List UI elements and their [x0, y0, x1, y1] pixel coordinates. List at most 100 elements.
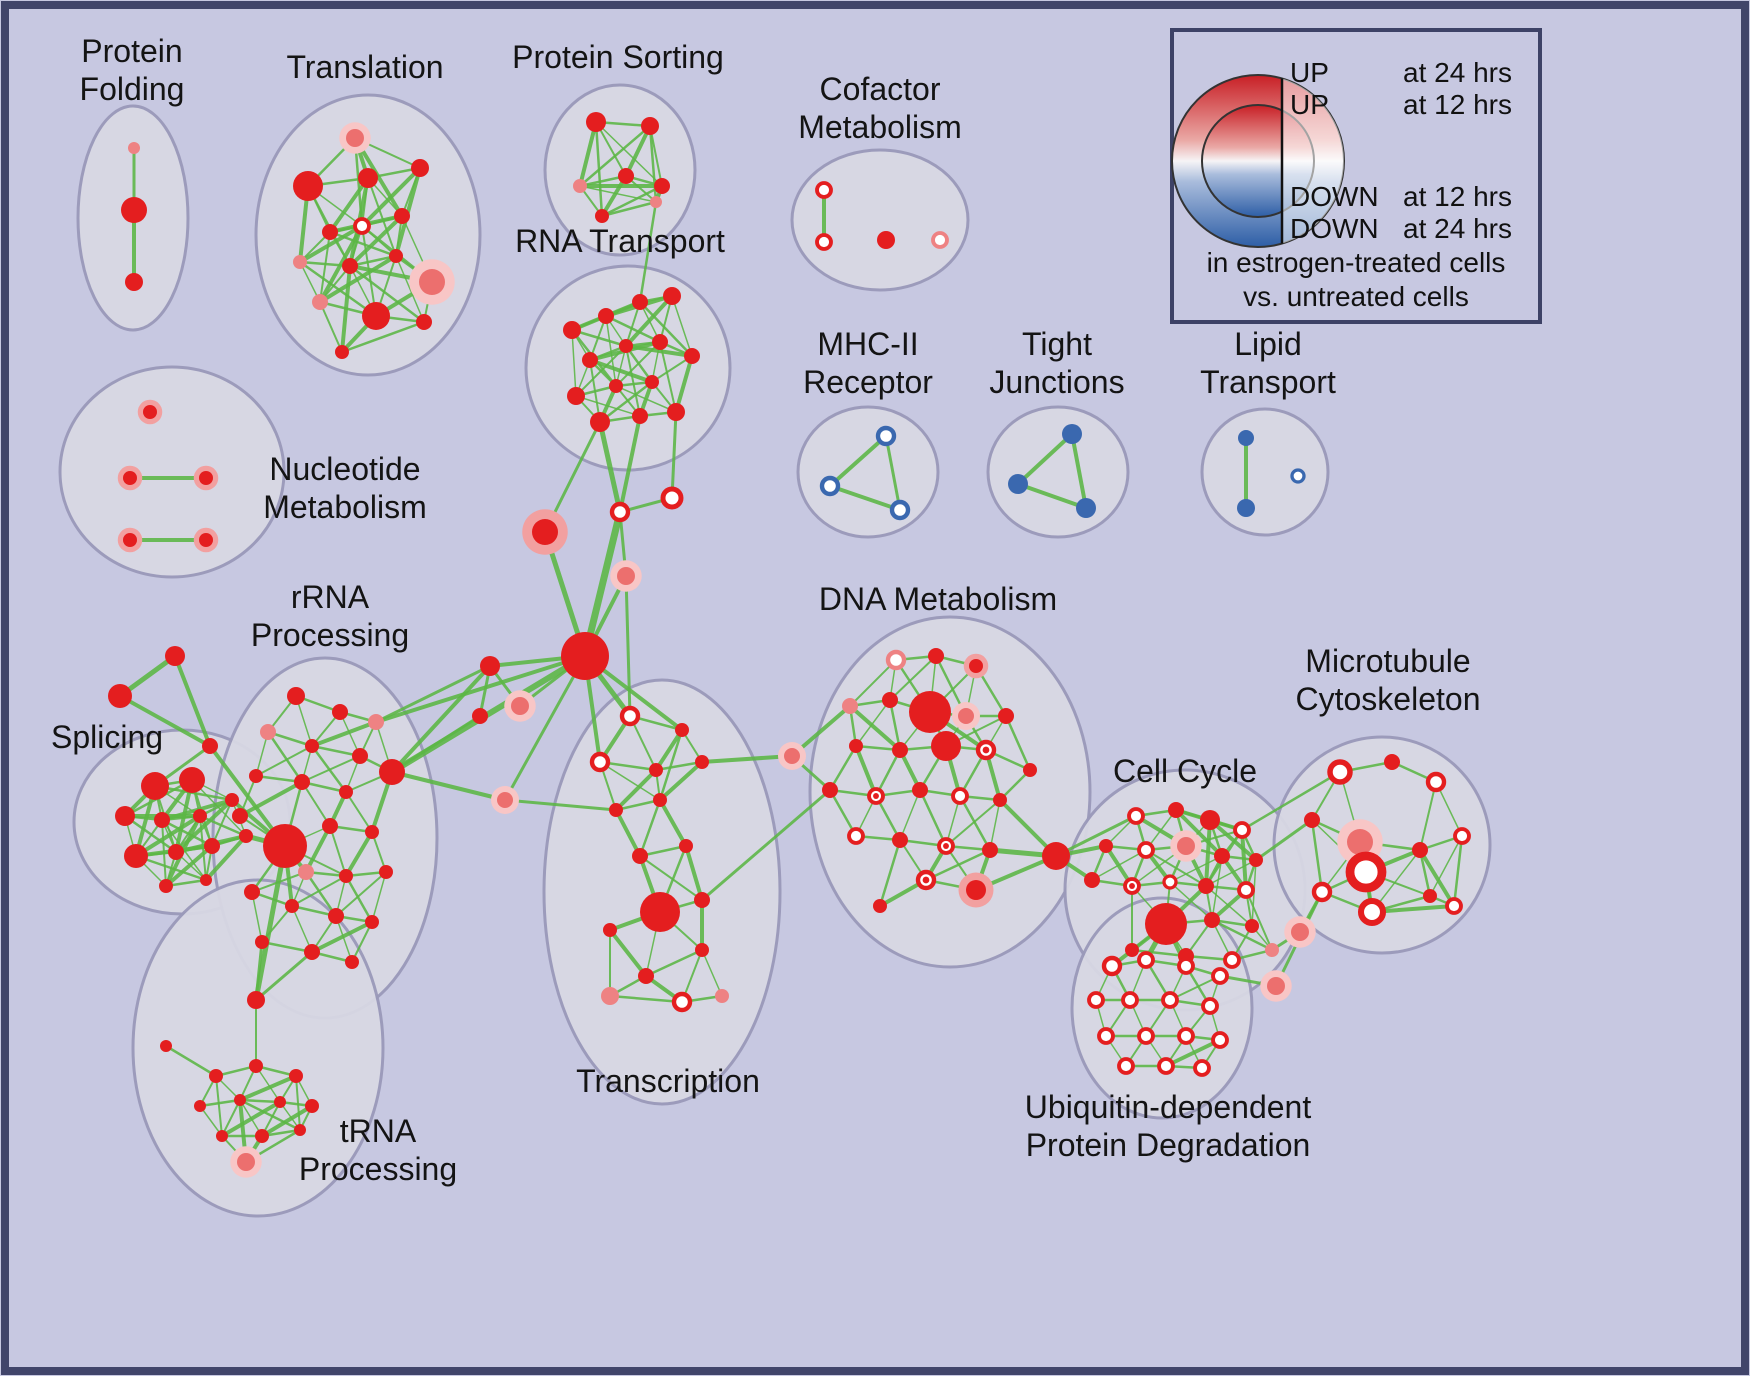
network-edge: [848, 704, 902, 752]
network-node: [1177, 837, 1195, 855]
network-node: [653, 793, 667, 807]
network-edge: [390, 714, 482, 774]
network-edge: [595, 121, 627, 177]
network-node: [209, 1069, 223, 1083]
network-node: [362, 302, 390, 330]
network-node: [179, 767, 205, 793]
network-edge: [624, 124, 652, 178]
network-node: [121, 197, 147, 223]
network-node: [234, 1094, 246, 1106]
network-edge: [266, 730, 304, 784]
network-node: [603, 923, 617, 937]
network-edge: [581, 508, 624, 660]
network-edge: [329, 825, 347, 877]
legend-direction-label: UP: [1290, 89, 1329, 120]
network-edge: [374, 654, 587, 724]
cluster-ellipse-rna-transport: [524, 264, 732, 472]
cluster-label-lipid-transport: Lipid: [1234, 326, 1302, 362]
network-edge: [291, 905, 313, 953]
network-node: [1214, 848, 1230, 864]
network-edge: [1016, 482, 1088, 510]
network-node: [589, 751, 611, 773]
network-node: [339, 869, 353, 883]
network-node: [892, 742, 908, 758]
node-center-dot: [982, 746, 990, 754]
cluster-label-rrna-processing: Processing: [251, 617, 409, 653]
network-edge: [599, 761, 661, 801]
network-edge: [310, 744, 362, 758]
network-edge: [254, 950, 314, 1002]
network-edge: [624, 344, 694, 358]
network-edge: [304, 824, 332, 874]
network-node: [632, 294, 648, 310]
network-edge: [674, 354, 694, 414]
cluster-label-translation: Translation: [286, 49, 443, 85]
network-edge: [318, 224, 364, 304]
network-edge: [578, 124, 652, 188]
legend-time-label: at 12 hrs: [1403, 181, 1512, 212]
network-node: [1087, 991, 1105, 1009]
network-edge: [291, 875, 347, 907]
cluster-label-ubiquitin-degradation: Ubiquitin-dependent: [1025, 1089, 1312, 1125]
network-node: [289, 1069, 303, 1083]
network-node: [966, 880, 986, 900]
network-node: [875, 425, 897, 447]
network-node: [1137, 841, 1155, 859]
legend-direction-label: UP: [1290, 57, 1329, 88]
node-center-dot: [943, 843, 949, 849]
network-node: [260, 724, 276, 740]
network-edge: [638, 300, 694, 358]
network-edge: [328, 176, 370, 234]
network-node: [204, 838, 220, 854]
network-node: [873, 899, 887, 913]
network-edge: [600, 184, 664, 218]
network-node: [1168, 802, 1184, 818]
network-edge: [319, 301, 343, 353]
network-node: [1177, 1027, 1195, 1045]
network-edge: [598, 380, 654, 424]
network-node: [345, 955, 359, 969]
network-node: [931, 231, 949, 249]
network-node: [322, 224, 338, 240]
network-node: [815, 181, 833, 199]
network-node: [567, 387, 585, 405]
network-edge: [173, 654, 212, 748]
network-edge: [671, 295, 693, 357]
network-node: [1291, 923, 1309, 941]
network-node: [649, 763, 663, 777]
network-node: [931, 731, 961, 761]
network-edge: [588, 358, 654, 384]
network-node: [638, 968, 654, 984]
network-node: [294, 1124, 306, 1136]
cluster-label-rrna-processing: rRNA: [291, 579, 370, 615]
network-edge: [700, 788, 832, 902]
network-node: [909, 691, 951, 733]
network-edge: [390, 664, 492, 774]
network-edge: [221, 1099, 241, 1137]
network-node: [1145, 903, 1187, 945]
network-edge: [298, 260, 352, 268]
network-node: [632, 848, 648, 864]
network-edge: [1016, 432, 1074, 486]
network-node: [1062, 424, 1082, 444]
network-node: [590, 412, 610, 432]
network-node: [165, 646, 185, 666]
network-node: [394, 208, 410, 224]
network-node: [346, 129, 364, 147]
network-edge: [670, 410, 678, 500]
node-center-dot: [873, 793, 879, 799]
network-edge: [878, 838, 902, 908]
network-node: [1211, 967, 1229, 985]
network-node: [249, 1059, 263, 1073]
cluster-ellipse-mhc-ii-receptor: [796, 405, 940, 539]
network-node: [125, 273, 143, 291]
network-edge: [251, 891, 263, 943]
network-node: [285, 899, 299, 913]
network-edge: [395, 255, 425, 323]
network-edge: [211, 799, 233, 847]
network-node: [1198, 878, 1214, 894]
network-edge: [160, 818, 214, 848]
network-node: [1357, 897, 1387, 927]
network-edge: [318, 254, 398, 304]
